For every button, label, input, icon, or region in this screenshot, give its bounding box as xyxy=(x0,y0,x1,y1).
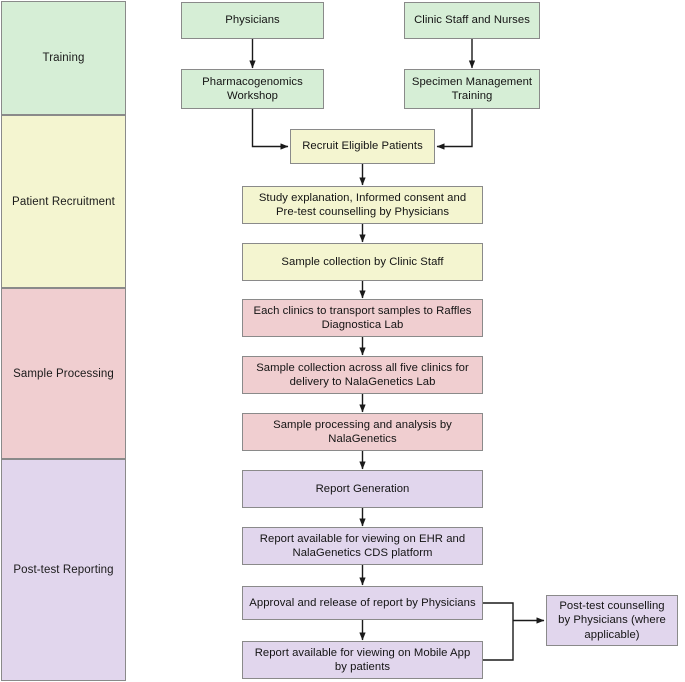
node-label-clinic-staff-and-nurses: Clinic Staff and Nurses xyxy=(414,14,530,27)
phase-label-patient-recruitment: Patient Recruitment xyxy=(12,195,115,208)
edge-approval-to-counselling xyxy=(483,602,514,621)
node-clinic-staff-and-nurses[interactable]: Clinic Staff and Nurses xyxy=(404,2,540,39)
edge-specimen-training-to-recruit xyxy=(436,109,473,150)
node-label-recruit-eligible-patients: Recruit Eligible Patients xyxy=(302,140,423,153)
phase-band-post-test-reporting: Post-test Reporting xyxy=(1,459,126,681)
node-label-report-generation: Report Generation xyxy=(315,482,410,495)
node-sample-collection-five-clinics[interactable]: Sample collection across all five clinic… xyxy=(242,356,483,394)
node-study-explanation[interactable]: Study explanation, Informed consent and … xyxy=(242,186,483,224)
phase-label-training: Training xyxy=(42,52,85,64)
node-approval-release[interactable]: Approval and release of report by Physic… xyxy=(242,586,483,620)
node-label-approval-release: Approval and release of report by Physic… xyxy=(249,596,476,609)
phase-label-post-test-reporting: Post-test Reporting xyxy=(13,564,114,576)
node-report-ehr-cds[interactable]: Report available for viewing on EHR and … xyxy=(242,527,483,565)
phase-band-sample-processing: Sample Processing xyxy=(1,288,126,459)
node-transport-samples-raffles[interactable]: Each clinics to transport samples to Raf… xyxy=(242,299,483,337)
node-sample-collection-by-clinic-staff[interactable]: Sample collection by Clinic Staff xyxy=(242,243,483,281)
node-label-pharmacogenomics-workshop: Pharmacogenomics Workshop xyxy=(202,75,303,103)
node-label-sample-collection-by-clinic-staff: Sample collection by Clinic Staff xyxy=(281,255,444,268)
node-recruit-eligible-patients[interactable]: Recruit Eligible Patients xyxy=(290,129,435,164)
node-label-physicians: Physicians xyxy=(225,14,280,27)
node-label-study-explanation: Study explanation, Informed consent and … xyxy=(258,191,467,219)
edge-workshop-to-recruit xyxy=(251,109,289,150)
node-label-post-test-counselling: Post-test counselling by Physicians (whe… xyxy=(558,599,666,641)
node-post-test-counselling[interactable]: Post-test counselling by Physicians (whe… xyxy=(546,595,678,646)
node-label-specimen-management-training: Specimen Management Training xyxy=(411,75,533,103)
node-physicians[interactable]: Physicians xyxy=(181,2,324,39)
node-label-report-ehr-cds: Report available for viewing on EHR and … xyxy=(259,532,466,560)
node-label-sample-processing-analysis: Sample processing and analysis by NalaGe… xyxy=(273,418,452,446)
node-sample-processing-analysis[interactable]: Sample processing and analysis by NalaGe… xyxy=(242,413,483,451)
node-label-report-mobile-app: Report available for viewing on Mobile A… xyxy=(254,646,471,674)
node-report-generation[interactable]: Report Generation xyxy=(242,470,483,508)
phase-band-training: Training xyxy=(1,1,126,115)
node-specimen-management-training[interactable]: Specimen Management Training xyxy=(404,69,540,109)
phase-label-sample-processing: Sample Processing xyxy=(13,367,114,380)
node-report-mobile-app[interactable]: Report available for viewing on Mobile A… xyxy=(242,641,483,679)
edge-mobile-app-to-counselling xyxy=(483,620,514,661)
node-label-sample-collection-five-clinics: Sample collection across all five clinic… xyxy=(256,361,469,389)
phase-band-patient-recruitment: Patient Recruitment xyxy=(1,115,126,288)
node-pharmacogenomics-workshop[interactable]: Pharmacogenomics Workshop xyxy=(181,69,324,109)
node-label-transport-samples-raffles: Each clinics to transport samples to Raf… xyxy=(253,304,472,332)
